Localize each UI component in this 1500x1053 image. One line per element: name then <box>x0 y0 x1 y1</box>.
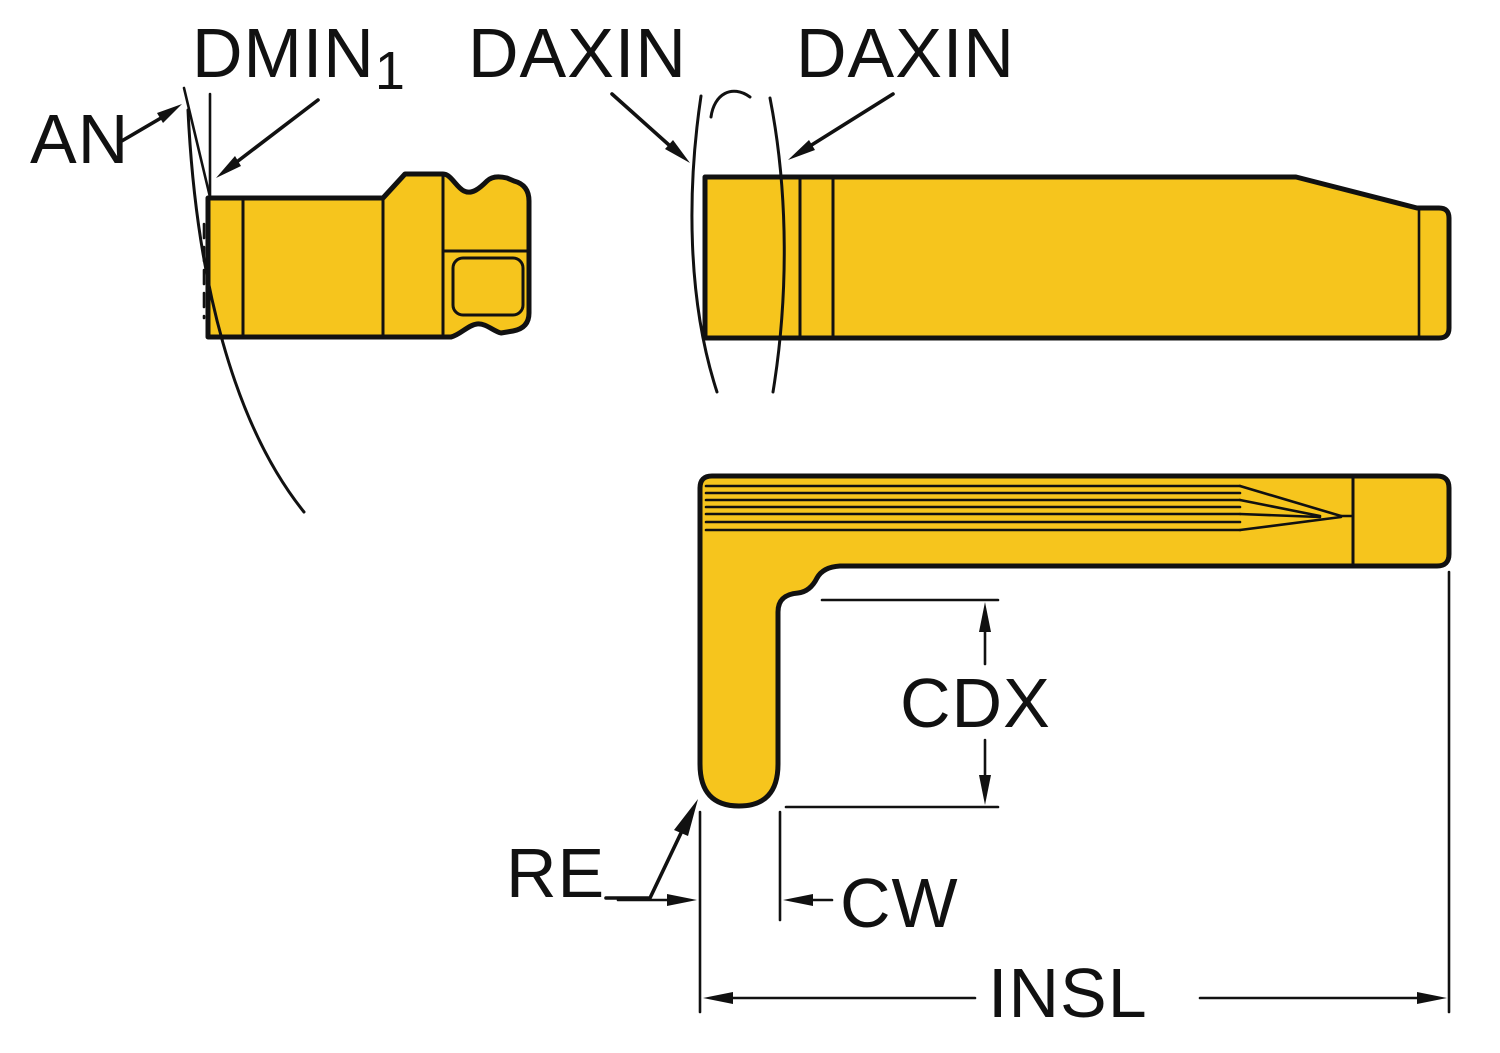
dmin-diameter-arc <box>186 108 306 514</box>
insl-label: INSL <box>988 958 1148 1028</box>
dmin-leader-line <box>236 98 320 163</box>
cdx-arrowhead-down <box>979 775 991 805</box>
dmin-label-text: DMIN <box>192 14 375 92</box>
cdx-dimension <box>784 598 1000 809</box>
daxin-right-leader-line <box>808 92 895 148</box>
cw-label: CW <box>840 868 959 938</box>
insl-arrowhead-right <box>1417 992 1447 1004</box>
re-label: RE <box>506 838 605 908</box>
insl-arrowhead-left <box>703 992 733 1004</box>
daxin-right-arrowhead <box>788 140 815 160</box>
groove-chevron-upper <box>1238 484 1343 518</box>
cw-dimension <box>616 810 834 922</box>
cw-arrowhead-left <box>783 894 813 906</box>
groove-chevron-lower <box>1238 515 1343 532</box>
top-view-insert-body <box>697 473 1452 809</box>
daxin-curvature-arc-outer <box>690 94 719 394</box>
cdx-label-text: CDX <box>900 664 1051 742</box>
groove-chevron-upper-inner <box>1238 498 1322 518</box>
dmin-label-subscript: 1 <box>374 41 405 101</box>
an-label-text: AN <box>30 100 130 178</box>
side-view-insert-body <box>205 171 532 340</box>
an-leader-arrowhead <box>157 104 182 123</box>
daxin-curvature-arc-inner <box>768 96 786 394</box>
daxin-right-label-text: DAXIN <box>796 14 1015 92</box>
chip-breaker-grooves <box>704 476 1355 566</box>
daxin-left-leader-line <box>610 92 671 147</box>
dmin-label: DMIN1 <box>192 18 405 98</box>
re-label-text: RE <box>506 834 606 912</box>
groove-chevron-lower-inner <box>1238 512 1322 519</box>
an-label: AN <box>30 104 129 174</box>
an-angle-slant-line <box>182 86 212 199</box>
side-view-clamp-pocket <box>451 256 525 317</box>
re-leader-line <box>604 831 683 900</box>
cw-label-text: CW <box>840 864 959 942</box>
insl-label-text: INSL <box>988 954 1148 1032</box>
insl-dimension <box>698 570 1451 1014</box>
dmin-leader-arrowhead <box>216 156 241 178</box>
re-arrowhead <box>674 799 698 836</box>
front-view <box>610 89 1452 394</box>
daxin-left-arrowhead <box>665 140 690 163</box>
side-view <box>118 86 532 514</box>
cw-arrowhead-right <box>667 894 697 906</box>
an-leader-line <box>118 116 163 144</box>
front-view-insert-body <box>702 174 1452 341</box>
daxin-right-label: DAXIN <box>796 18 1015 88</box>
re-dimension <box>604 799 698 900</box>
daxin-top-reference-arc <box>709 89 752 119</box>
daxin-left-label-text: DAXIN <box>468 14 687 92</box>
cdx-arrowhead-up <box>979 602 991 632</box>
top-view <box>604 473 1452 1014</box>
cdx-label: CDX <box>900 668 1051 738</box>
daxin-left-label: DAXIN <box>468 18 687 88</box>
